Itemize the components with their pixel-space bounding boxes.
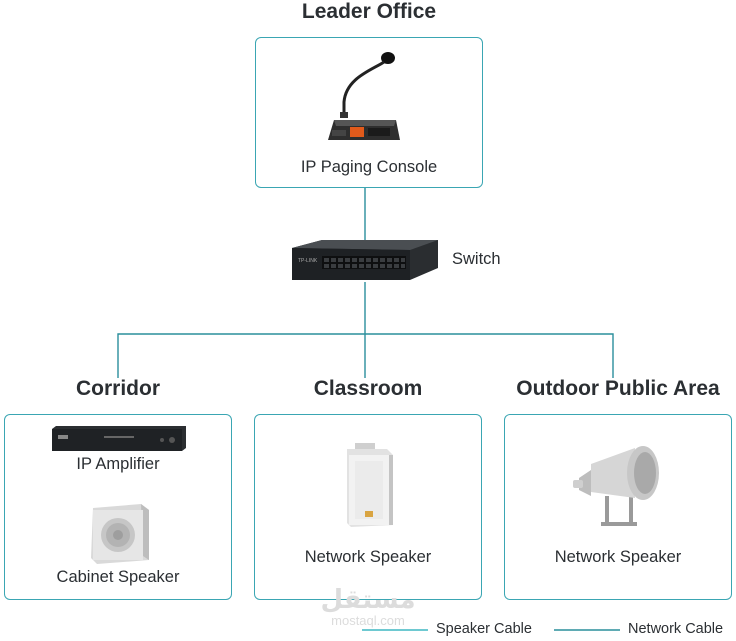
mostaql-logo-watermark: مستقل [320,585,416,615]
outdoor-box: Network Speaker [504,414,732,600]
wall-speaker-icon [347,443,393,527]
classroom-box: Network Speaker [254,414,482,600]
horn-speaker-icon [573,446,659,526]
ip-amplifier-icon [52,426,186,451]
classroom-title: Classroom [313,377,423,400]
leader-office-box: IP Paging Console [255,37,483,188]
legend-network-cable-label: Network Cable [628,621,724,637]
cabinet-speaker-icon [91,504,149,564]
network-switch-icon: TP-LINK [292,240,438,280]
ip-amplifier-label: IP Amplifier [76,455,160,473]
outdoor-title: Outdoor Public Area [516,377,720,400]
classroom-speaker-label: Network Speaker [304,548,432,566]
switch-brand-text: TP-LINK [298,258,318,264]
paging-console-icon [328,52,400,140]
mostaql-site-watermark: mostaql.com [331,613,405,628]
leader-office-title: Leader Office [301,0,437,23]
outdoor-speaker-label: Network Speaker [554,548,682,566]
cabinet-speaker-label: Cabinet Speaker [56,568,180,586]
corridor-title: Corridor [76,377,160,400]
switch-label: Switch [452,250,501,268]
legend-speaker-cable-label: Speaker Cable [436,621,532,637]
paging-console-label: IP Paging Console [300,158,438,176]
corridor-box: IP Amplifier Cabinet Speaker [4,414,232,600]
